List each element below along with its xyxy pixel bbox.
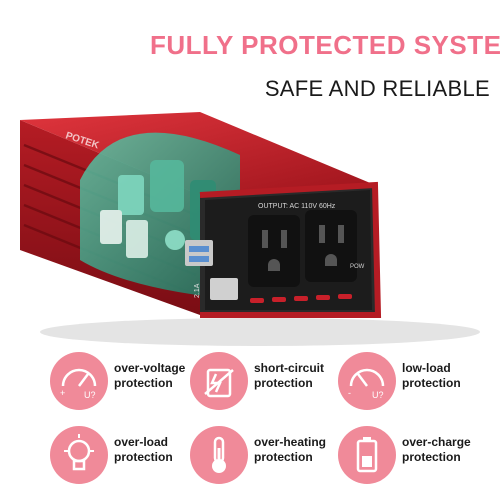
feature-subtitle: protection — [114, 450, 173, 464]
svg-text:U?: U? — [84, 390, 96, 400]
page-subtitle: SAFE AND RELIABLE — [264, 76, 490, 101]
usb-rating-label: 2.1A — [194, 283, 201, 298]
feature-subtitle: protection — [254, 450, 313, 464]
feature-subtitle: protection — [402, 376, 461, 390]
gauge-high-icon: + U? — [50, 352, 108, 410]
feature-title: over-charge — [402, 435, 471, 449]
svg-text:-: - — [348, 388, 351, 398]
feature-label: over-heating protection — [254, 435, 354, 465]
power-switch-label: POW — [350, 264, 365, 270]
svg-text:U?: U? — [372, 390, 384, 400]
inverter-illustration: POTEK 2.1A OUTPUT: AC 110V 60Hz — [20, 112, 480, 346]
feature-subtitle: protection — [402, 450, 461, 464]
feature-low-load: - U? low-load protection — [338, 352, 498, 422]
feature-label: over-load protection — [114, 435, 214, 465]
feature-subtitle: protection — [114, 376, 173, 390]
feature-label: low-load protection — [402, 361, 500, 391]
power-inverter-image: POTEK 2.1A OUTPUT: AC 110V 60Hz — [0, 60, 500, 360]
feature-subtitle: protection — [254, 376, 313, 390]
feature-title: over-voltage — [114, 361, 186, 375]
battery-icon — [338, 426, 396, 484]
feature-title: low-load — [402, 361, 451, 375]
feature-over-heating: over-heating protection — [190, 426, 350, 496]
feature-title: short-circuit — [254, 361, 325, 375]
feature-over-voltage: + U? over-voltage protection — [50, 352, 210, 422]
short-circuit-icon — [190, 352, 248, 410]
gauge-low-icon: - U? — [338, 352, 396, 410]
lightbulb-icon — [50, 426, 108, 484]
feature-over-load: over-load protection — [50, 426, 210, 496]
output-spec-label: OUTPUT: AC 110V 60Hz — [258, 203, 336, 210]
svg-text:+: + — [60, 388, 65, 398]
feature-over-charge: over-charge protection — [338, 426, 498, 496]
feature-label: over-charge protection — [402, 435, 500, 465]
feature-title: over-heating — [254, 435, 327, 449]
feature-label: short-circuit protection — [254, 361, 354, 391]
thermometer-icon — [190, 426, 248, 484]
feature-title: over-load — [114, 435, 169, 449]
feature-label: over-voltage protection — [114, 361, 214, 391]
feature-short-circuit: short-circuit protection — [190, 352, 350, 422]
page-title: FULLY PROTECTED SYSTEM — [150, 30, 500, 60]
